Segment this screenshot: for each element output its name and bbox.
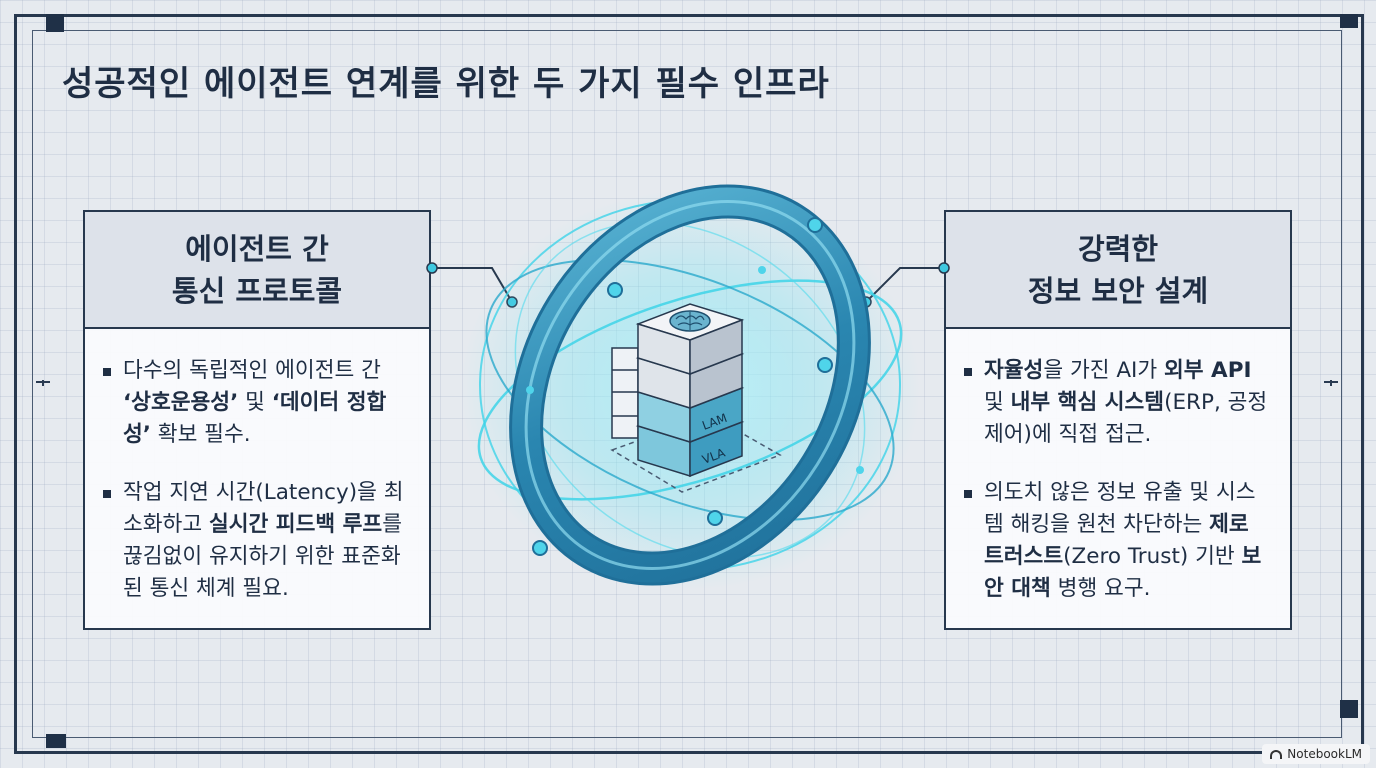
corner-square	[46, 734, 66, 748]
orbit-node	[817, 357, 833, 373]
orbit-line	[477, 279, 903, 501]
bullet-text: 다수의 독립적인 에이전트 간 ‘상호운용성’ 및 ‘데이터 정합성’ 확보 필…	[123, 358, 387, 447]
bullet-item: 다수의 독립적인 에이전트 간 ‘상호운용성’ 및 ‘데이터 정합성’ 확보 필…	[103, 355, 411, 451]
connector-dot	[426, 262, 438, 274]
protocol-panel-heading: 에이전트 간 통신 프로토콜	[85, 212, 429, 329]
orbit-line	[485, 259, 895, 521]
security-panel: 강력한 정보 보안 설계 자율성을 가진 AI가 외부 API 및 내부 핵심 …	[944, 210, 1292, 630]
ring-band-highlight	[524, 200, 856, 570]
outer-frame	[14, 14, 1364, 754]
bullet-item: 의도치 않은 정보 유출 및 시스템 해킹을 원천 차단하는 제로 트러스트(Z…	[964, 477, 1272, 605]
bullet-item: 작업 지연 시간(Latency)을 최소화하고 실시간 피드백 루프를 끊김없…	[103, 477, 411, 605]
orbit-line	[514, 221, 866, 559]
orbit-node	[607, 282, 623, 298]
security-heading-line2: 정보 보안 설계	[1027, 273, 1209, 308]
bullet-text: 작업 지연 시간(Latency)을 최소화하고 실시간 피드백 루프를 끊김없…	[123, 480, 404, 601]
protocol-heading-line1: 에이전트 간	[185, 231, 329, 266]
corner-square	[1340, 14, 1358, 28]
orbit-node	[707, 510, 723, 526]
frame-tick	[42, 380, 44, 386]
agent-ring-illustration: LAM VLA	[460, 184, 920, 590]
watermark-text: NotebookLM	[1287, 747, 1362, 761]
corner-square	[46, 14, 64, 32]
protocol-panel: 에이전트 간 통신 프로토콜 다수의 독립적인 에이전트 간 ‘상호운용성’ 및…	[83, 210, 431, 630]
inner-frame	[32, 30, 1342, 738]
corner-square	[1340, 700, 1358, 718]
brain-icon	[669, 310, 711, 332]
bullet-square-icon	[103, 368, 111, 376]
frame-tick	[1330, 380, 1332, 386]
platform-outline	[610, 414, 782, 493]
orbit-node	[526, 386, 534, 394]
side-blocks	[611, 347, 639, 439]
page-title: 성공적인 에이전트 연계를 위한 두 가지 필수 인프라	[62, 64, 830, 104]
notebooklm-watermark: NotebookLM	[1262, 744, 1370, 764]
bullet-text: 자율성을 가진 AI가 외부 API 및 내부 핵심 시스템(ERP, 공정 제…	[984, 358, 1268, 447]
orbit-node	[807, 217, 823, 233]
bullet-square-icon	[103, 490, 111, 498]
security-heading-line1: 강력한	[1077, 231, 1159, 266]
security-panel-heading: 강력한 정보 보안 설계	[946, 212, 1290, 329]
notebooklm-logo-icon	[1270, 749, 1283, 759]
orbit-node	[532, 540, 548, 556]
protocol-heading-line2: 통신 프로토콜	[171, 273, 343, 308]
bullet-item: 자율성을 가진 AI가 외부 API 및 내부 핵심 시스템(ERP, 공정 제…	[964, 355, 1272, 451]
orbit-node	[758, 266, 766, 274]
server-stack	[635, 303, 745, 478]
connector-dot	[938, 262, 950, 274]
bullet-square-icon	[964, 368, 972, 376]
bullet-text: 의도치 않은 정보 유출 및 시스템 해킹을 원천 차단하는 제로 트러스트(Z…	[984, 480, 1262, 601]
bullet-square-icon	[964, 490, 972, 498]
orbit-node	[856, 466, 864, 474]
